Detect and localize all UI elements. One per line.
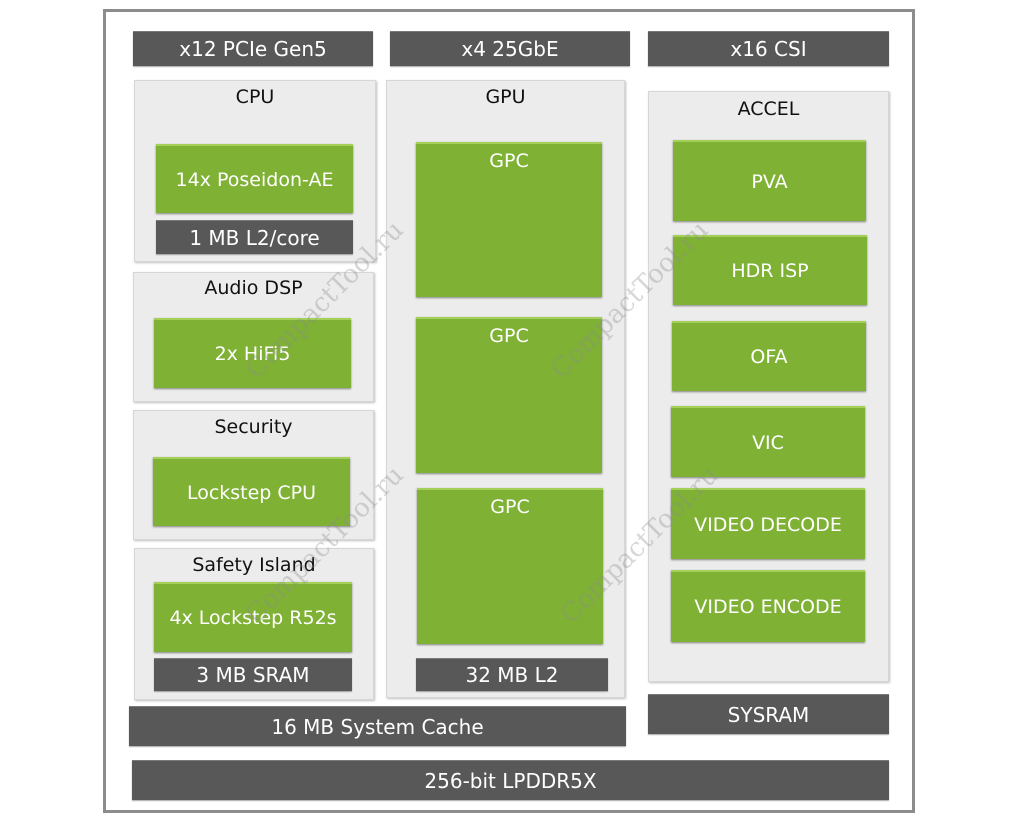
vic-block: VIC [671,406,865,477]
accel-title: ACCEL [737,98,800,120]
cpu-title: CPU [235,86,275,108]
cpu-cores-block: 14x Poseidon-AE [156,144,353,213]
audio-dsp-title: Audio DSP [204,277,303,299]
system-cache-bar: 16 MB System Cache [129,706,626,746]
gpc-block: GPC [416,317,602,473]
lockstep-r52-block: 4x Lockstep R52s [154,582,352,652]
security-title: Security [214,416,293,438]
hdr-isp-block: HDR ISP [673,235,867,305]
gpu-l2-cache: 32 MB L2 [416,658,608,691]
video-decode-block: VIDEO DECODE [671,488,865,559]
lpddr5x-bar: 256-bit LPDDR5X [132,760,889,800]
gpc-block: GPC [417,488,603,644]
sysram-bar: SYSRAM [648,694,889,734]
gpc-block: GPC [416,142,602,297]
cpu-l2-cache: 1 MB L2/core [156,220,353,254]
ethernet-bar: x4 25GbE [390,31,630,66]
video-encode-block: VIDEO ENCODE [671,570,865,642]
gpu-title: GPU [485,86,526,108]
lockstep-cpu-block: Lockstep CPU [153,457,350,526]
safety-island-title: Safety Island [192,554,316,576]
safety-sram: 3 MB SRAM [154,658,352,691]
hifi5-block: 2x HiFi5 [154,318,351,388]
ofa-block: OFA [672,321,866,391]
pcie-bar: x12 PCIe Gen5 [133,31,373,66]
pva-block: PVA [673,140,866,221]
csi-bar: x16 CSI [648,31,889,66]
